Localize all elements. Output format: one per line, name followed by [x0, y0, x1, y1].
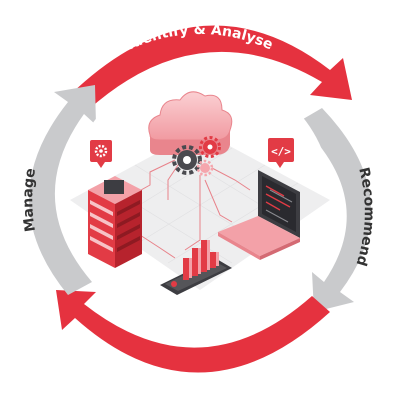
arrow-manage	[29, 85, 96, 295]
central-illustration: </>	[68, 68, 332, 332]
label-manage: Manage	[20, 167, 39, 233]
server-rack-icon	[88, 176, 142, 268]
laptop-icon	[218, 170, 300, 260]
label-implement-text: Implement	[157, 371, 243, 392]
gear-icon	[172, 136, 221, 177]
code-badge-icon: </>	[268, 138, 294, 168]
arrow-identify	[70, 25, 352, 110]
arrow-implement	[56, 290, 330, 373]
label-implement: Implement	[157, 371, 243, 392]
code-badge-text: </>	[271, 145, 291, 158]
label-manage-text: Manage	[20, 167, 39, 233]
tablet-chart-icon	[160, 240, 232, 295]
settings-badge-icon	[90, 140, 112, 168]
circuit-lines	[131, 159, 251, 259]
arrow-recommend	[298, 108, 372, 312]
